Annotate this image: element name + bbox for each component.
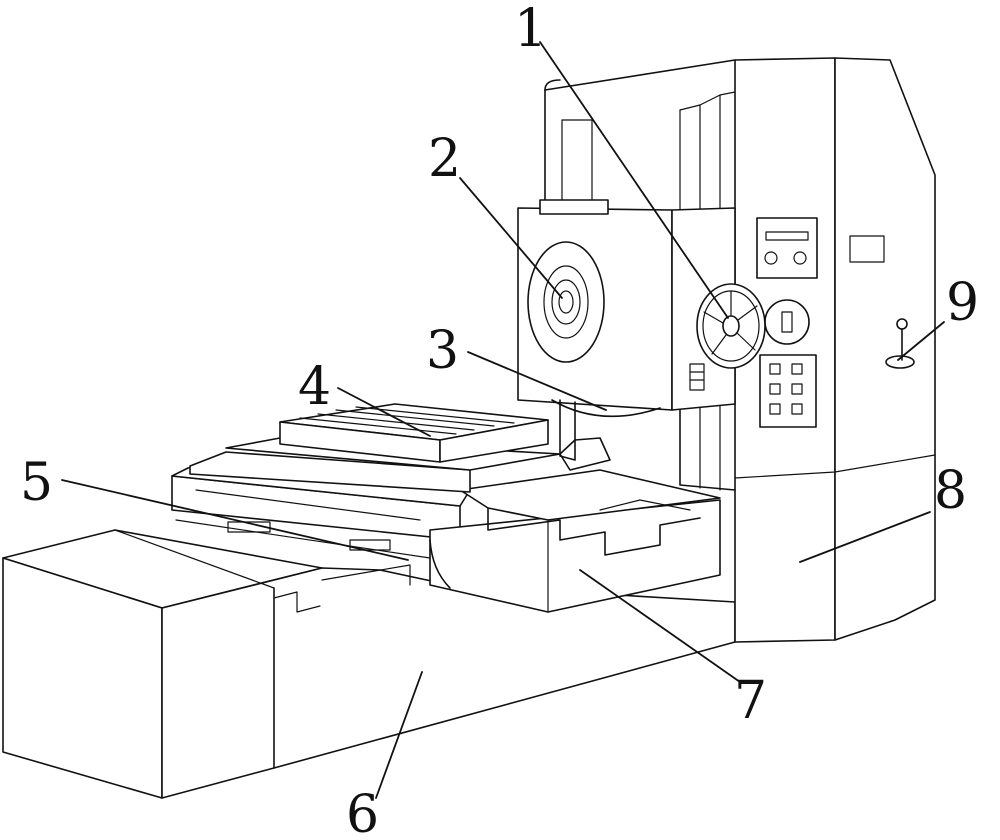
slide-block-a [227,521,271,533]
column-lower-guide [679,404,736,491]
column-side [834,57,936,641]
handwheel [696,283,766,369]
label-6: 6 [346,785,379,836]
key-3 [769,383,781,395]
leader-6 [375,671,423,799]
table-slot-1 [299,417,457,435]
slide-lower-rail [175,519,431,559]
lever-knob-icon [896,318,908,330]
control-panel [756,217,885,428]
part-number-labels: 1 2 3 4 5 6 7 8 9 [20,0,979,840]
spindle-ring-1 [543,265,589,339]
table-slot-2 [317,413,475,431]
leader-7 [579,569,741,683]
lever-base [885,355,915,369]
column-guide-left [561,119,593,206]
column-top-curve [544,79,561,91]
cross-slide-base [429,469,721,613]
label-9: 9 [946,273,979,333]
label-7: 7 [734,671,767,731]
work-table [189,403,611,493]
machine-column [544,57,936,643]
table-slot-4 [355,406,515,424]
display-knob-right [793,251,807,265]
leader-9 [897,321,945,361]
column-base-seam [734,454,936,479]
key-5 [769,403,781,415]
cross-slide-step [599,499,691,511]
headstock-vent [689,363,705,391]
table-bracket [559,437,611,471]
label-4: 4 [298,357,331,417]
lever [885,318,915,369]
leader-4 [337,387,431,437]
key-1 [769,363,781,375]
leader-3 [467,351,607,411]
headstock-bottom-curve [551,399,661,418]
machine-bed [2,529,736,799]
spindle-housing [527,241,605,363]
spindle-nose-icon [558,290,574,314]
leader-5 [61,479,409,561]
cross-slide-top [459,469,721,521]
label-3: 3 [426,321,459,381]
bed-side-face [161,567,736,799]
handwheel-spoke-4 [711,334,727,355]
leader-1 [539,41,729,319]
handwheel-spoke-2 [737,305,758,321]
keypad-panel [759,354,817,428]
bed-top-seam [114,529,275,589]
leader-lines [61,41,945,799]
key-4 [791,383,803,395]
handwheel-spoke-3 [736,332,756,351]
bed-rail [321,564,411,586]
key-2 [791,363,803,375]
table-side-face [439,419,549,463]
leader-8 [799,511,931,563]
label-1: 1 [514,0,547,59]
label-5: 5 [20,453,53,513]
spindle-ring-2 [551,279,581,325]
key-6 [791,403,803,415]
display-screen [765,231,809,241]
slide-groove [195,489,421,521]
leader-2 [459,177,563,299]
table-base-plate [189,451,471,493]
cross-slide-curve [429,539,451,589]
selector-dial-slot [781,311,793,333]
bed-step [273,591,321,613]
label-8: 8 [934,461,967,521]
display-panel [756,217,818,279]
cross-slide-t-slots [487,507,701,556]
table-slot-3 [335,409,495,427]
column-guide-top [679,91,736,111]
display-knob-left [764,251,778,265]
column-top-edge [544,59,736,91]
handwheel-spoke-5 [703,311,724,324]
label-2: 2 [428,129,461,189]
headstock-top-cap [539,199,609,215]
headstock-post [559,399,576,461]
selector-dial [764,299,810,345]
side-plate [849,235,885,263]
spindle [527,241,605,363]
slide-block-b [349,539,391,551]
